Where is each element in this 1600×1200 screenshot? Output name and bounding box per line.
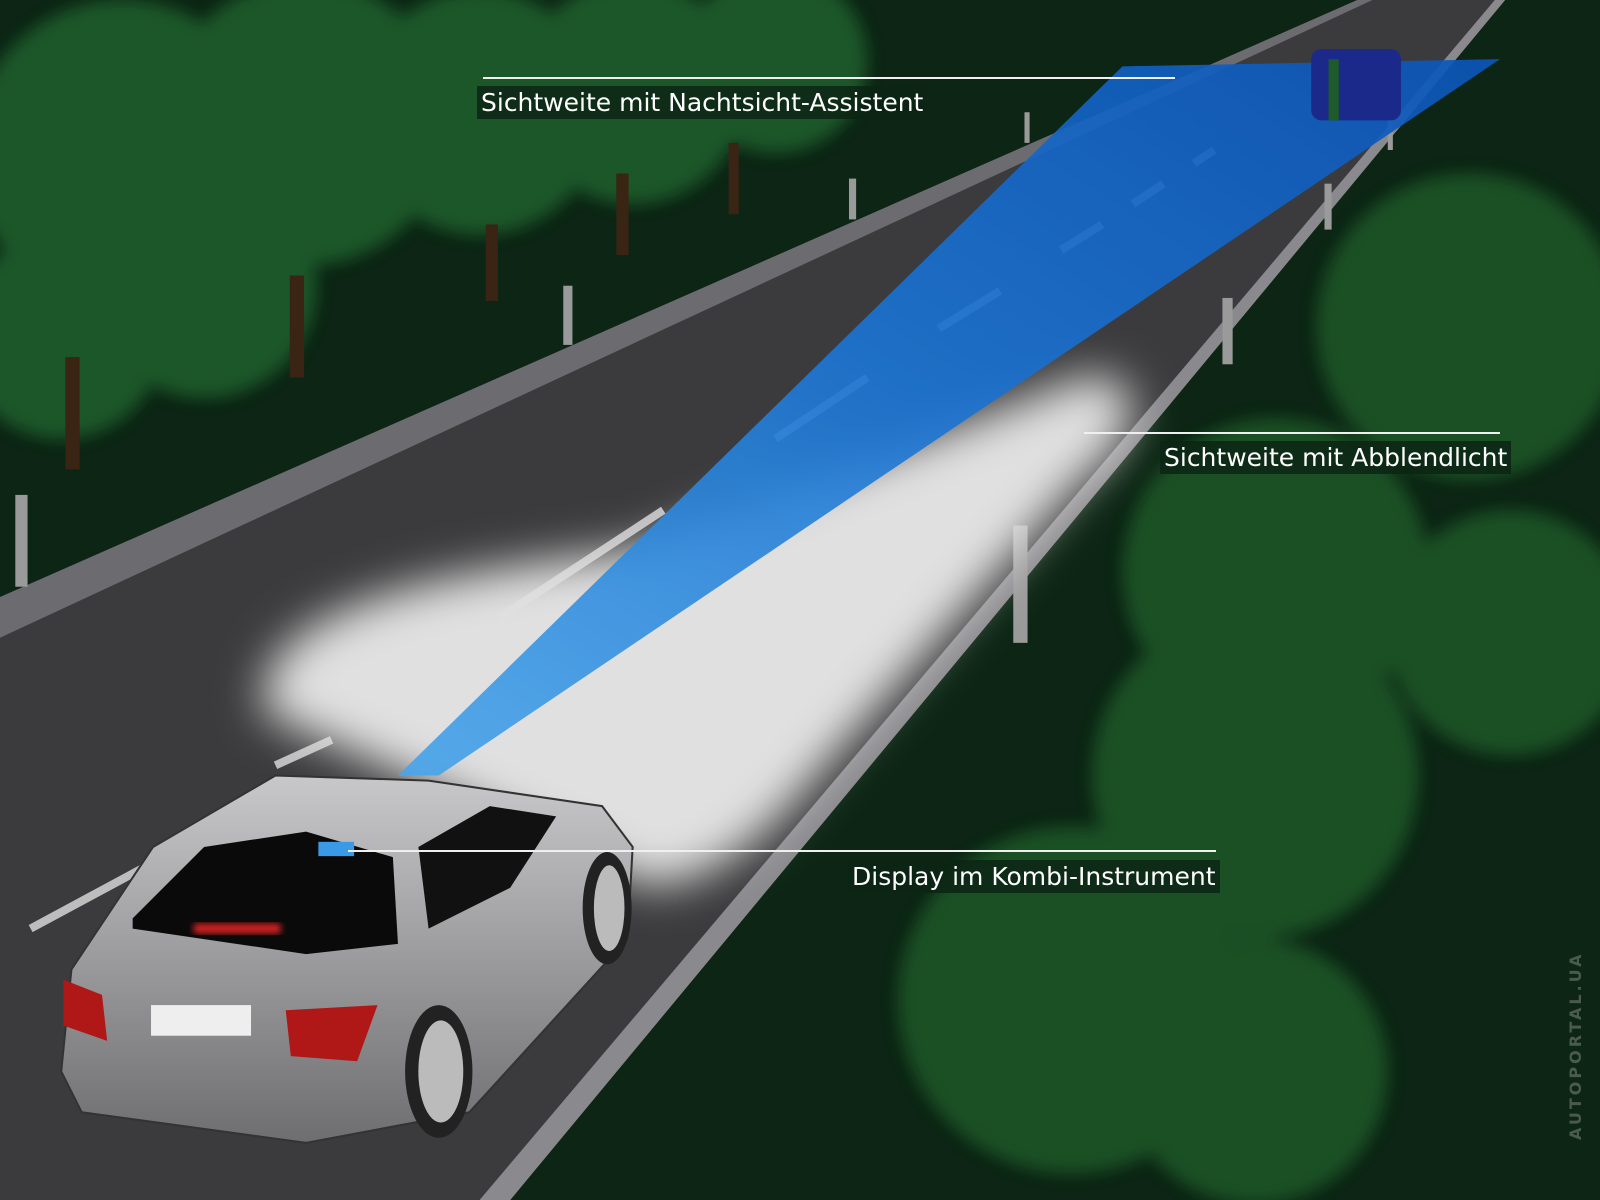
trees-right	[897, 173, 1600, 1200]
low-beam-leader-line	[1084, 432, 1500, 434]
display-leader-line	[348, 850, 1216, 852]
night-vision-leader-line	[483, 77, 1175, 79]
far-vehicle	[1311, 48, 1402, 121]
watermark: AUTOPORTAL.UA	[1566, 951, 1585, 1140]
car	[60, 774, 634, 1144]
low-beam-label: Sichtweite mit Abblendlicht	[1160, 441, 1512, 474]
night-vision-beam	[397, 59, 1500, 776]
road-posts	[15, 112, 1393, 643]
display-label: Display im Kombi-Instrument	[848, 860, 1220, 893]
tree-trunks	[65, 142, 739, 470]
low-beam-light	[263, 376, 1132, 885]
night-vision-label: Sichtweite mit Nachtsicht-Assistent	[477, 86, 928, 119]
